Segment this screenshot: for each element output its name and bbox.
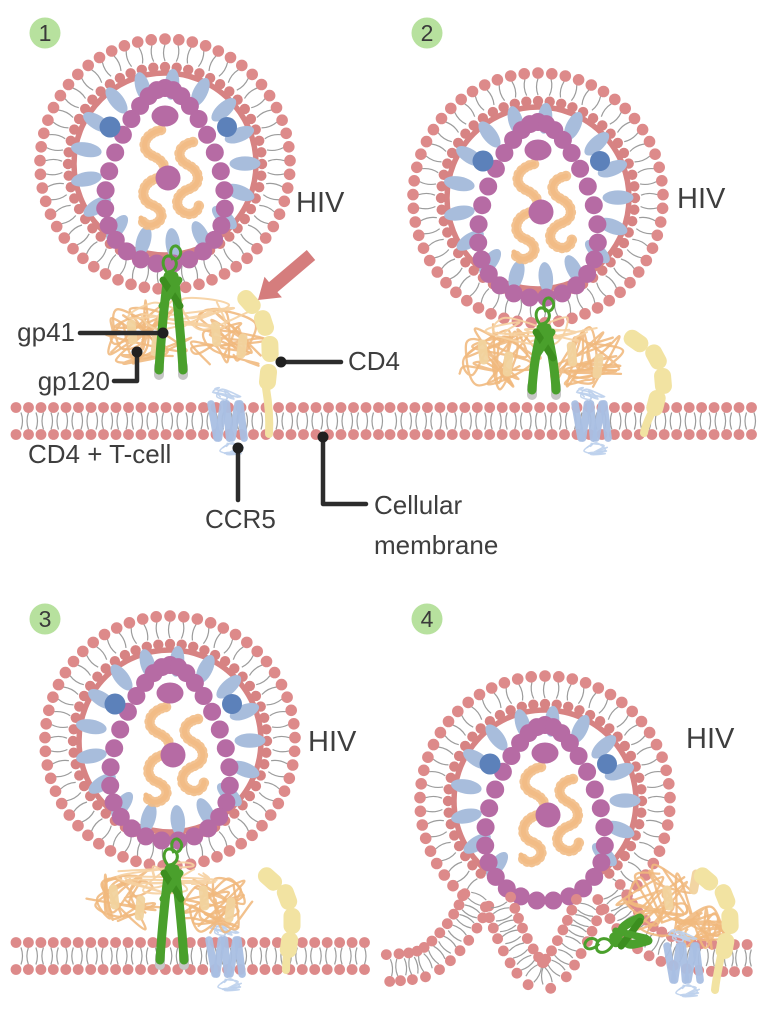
leader-lines [77,327,369,507]
hiv-label-1: HIV [296,187,345,219]
capsid-protein-blob [156,682,184,704]
cell-membrane [10,937,370,975]
gp41-protein [154,244,188,380]
membrane-heads [480,891,607,994]
ccr5-leader-dot [232,442,244,454]
step-4-number: 4 [421,606,434,632]
cd4-receptor [237,289,279,438]
cd4-receptor-label: CD4 [348,346,400,376]
membrane-tails [20,947,367,965]
viral-rna [515,761,585,868]
capsid [96,79,234,273]
membrane-heads [384,402,757,440]
step-3-badge [29,603,61,635]
membrane-tails [491,901,597,985]
cd4-receptor [693,867,739,994]
membrane-heads [380,888,495,987]
hiv-virion [414,670,676,910]
nucleoprotein-dot [472,150,494,172]
labels: HIV HIV HIV HIV gp41 gp120 CD4 CD4 + T-c… [17,183,735,758]
cellular-membrane-label-line1: Cellular [374,490,462,520]
viral-rna [140,701,210,808]
cell-membrane [10,402,384,440]
hiv-label-4: HIV [686,723,735,755]
nucleoprotein-dot [222,694,242,714]
hiv-virion [39,610,301,872]
envelope-tails [45,44,285,284]
cell-membrane [384,402,757,440]
gp120-protein [85,861,254,934]
membrane-tails [20,412,384,430]
hiv-virion [407,67,669,329]
gp41-protein [527,296,561,400]
arrow-icon [258,250,316,300]
ccr5-coreceptor [571,386,612,456]
step-2-number: 2 [421,20,434,46]
panel-3 [10,610,370,992]
host-cell-label: CD4 + T-cell [28,439,171,469]
nucleoprotein-dot [597,754,617,774]
step-4-badge [411,603,443,635]
gp41-protein [155,837,189,970]
matrix-layer [70,68,261,260]
nucleoprotein-dot [104,693,126,715]
step-3-number: 3 [39,606,52,632]
gp120-leader-line [111,350,140,384]
capsid-protein-blob [531,742,559,764]
step-badges: 1 2 3 4 [29,17,443,635]
membrane-heads [10,402,384,440]
cellular-membrane-leader-line [320,435,369,507]
nucleoprotein-dot [99,116,121,138]
cellular-membrane-leader-dot [317,431,329,443]
gp41-leader-dot [157,327,169,339]
capsid [469,113,607,307]
hiv-label-2: HIV [677,183,726,215]
capsid [476,716,614,910]
envelope-tails [50,621,290,861]
envelope-heads [414,670,676,902]
capsid-protein-blob [524,139,552,161]
cd4-receptor [623,329,672,437]
panel-2 [384,67,757,456]
cd4-leader-dot [275,356,287,368]
gp120-leader-dot [131,346,143,358]
gp120-label: gp120 [38,366,110,396]
cd4-receptor [257,867,301,974]
nucleoprotein-dot [217,117,237,137]
ccr5-coreceptor [205,922,246,992]
capsid [101,656,239,850]
capsid-protein-blob [160,742,186,768]
step-1-badge [29,17,61,49]
step-2-badge [411,17,443,49]
nucleoprotein-dot [590,151,610,171]
hiv-virion [34,33,296,295]
ccr5-coreceptor [663,928,704,998]
gp41-protein [583,913,653,954]
gp41-protein-fused [583,913,653,954]
envelope-tails [425,681,665,892]
viral-rna [508,158,578,265]
viral-rna [135,124,205,231]
capsid-protein-blob [528,199,554,225]
hiv-label-3: HIV [308,726,357,758]
step-1-number: 1 [39,20,52,46]
panel-4 [380,670,753,998]
diagram-art [10,33,757,998]
capsid-protein-blob [155,165,181,191]
ccr5-label: CCR5 [205,504,276,534]
cellular-membrane-label-line2: membrane [374,530,498,560]
capsid-protein-blob [535,802,561,828]
envelope-tails [418,78,658,318]
membrane-heads [10,937,370,975]
gp41-label: gp41 [17,317,75,347]
membrane-tails [389,891,487,977]
nucleoprotein-dot [479,753,501,775]
capsid-protein-blob [151,105,179,127]
